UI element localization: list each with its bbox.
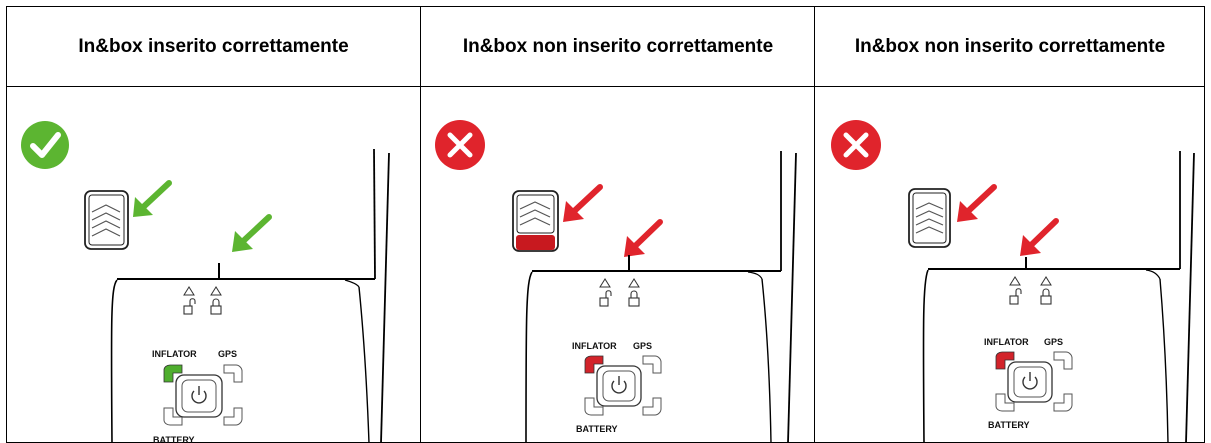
gps-label: GPS (633, 341, 652, 351)
locked-padlock-icon (1040, 276, 1052, 305)
inbox-cartridge (512, 190, 559, 252)
header-divider (7, 86, 1204, 87)
illustration-correct: INFLATOR GPS BATTERY (7, 87, 420, 443)
inflator-label: INFLATOR (572, 341, 617, 351)
column-divider (420, 7, 421, 442)
locked-padlock-icon (628, 278, 640, 307)
power-icon (191, 386, 207, 404)
gps-led (642, 355, 662, 374)
battery-led (995, 393, 1015, 412)
battery-led (163, 407, 183, 426)
arrow-down-left-icon (1020, 218, 1059, 256)
gps-led (1053, 351, 1073, 370)
power-icon (611, 376, 627, 394)
x-circle-icon (831, 120, 881, 170)
illustration-incorrect-2: INFLATOR GPS BATTERY (816, 87, 1204, 443)
column-header-incorrect-1: In&box non inserito correttamente (462, 35, 774, 57)
battery-label: BATTERY (153, 435, 195, 443)
check-circle-icon (21, 121, 69, 169)
inbox-cartridge (908, 188, 951, 248)
arrow-down-left-icon (232, 214, 272, 252)
arrow-down-left-icon (957, 184, 997, 222)
gps-label: GPS (218, 349, 237, 359)
inflator-led (584, 355, 604, 374)
power-button (1007, 361, 1053, 403)
inflator-label: INFLATOR (984, 337, 1029, 347)
battery-label: BATTERY (988, 420, 1030, 430)
power-icon (1022, 372, 1038, 390)
gps-led (223, 364, 243, 383)
battery-led (584, 397, 604, 416)
arrow-down-left-icon (133, 180, 172, 217)
locked-padlock-icon (210, 286, 222, 315)
inflator-led (163, 364, 183, 383)
power-button (596, 365, 642, 407)
inflator-label: INFLATOR (152, 349, 197, 359)
column-header-correct: In&box inserito correttamente (78, 35, 349, 57)
unlocked-padlock-icon (183, 286, 196, 315)
column-divider (814, 7, 815, 442)
arrow-down-left-icon (624, 219, 663, 257)
illustration-incorrect-1: INFLATOR GPS BATTERY (422, 87, 814, 443)
inbox-cartridge (84, 190, 129, 250)
arrow-down-left-icon (563, 184, 603, 222)
comparison-table: In&box inserito correttamente In&box non… (6, 6, 1205, 443)
unlocked-padlock-icon (599, 278, 612, 307)
x-circle-icon (435, 120, 485, 170)
unlocked-padlock-icon (1009, 276, 1022, 305)
battery-label: BATTERY (576, 424, 618, 434)
gps-label: GPS (1044, 337, 1063, 347)
inflator-led (995, 351, 1015, 370)
column-header-incorrect-2: In&box non inserito correttamente (854, 35, 1166, 57)
power-button (175, 374, 223, 418)
